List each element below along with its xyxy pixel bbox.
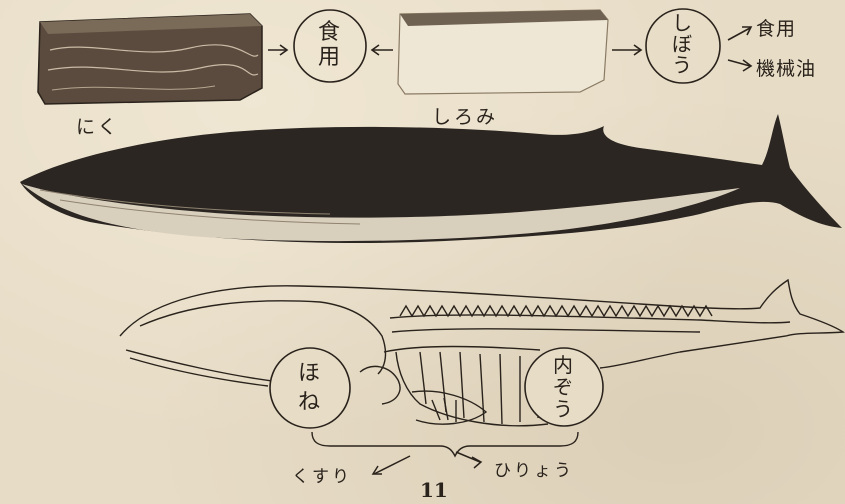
use-fertilizer: ひりょう xyxy=(494,456,574,481)
oil-circle-label: し ぼ う xyxy=(667,13,699,76)
oil-use-machine-oil: 機械油 xyxy=(756,54,816,81)
arrow-to-medicine xyxy=(374,456,410,474)
organs-circle-char-1: 内 xyxy=(547,354,581,376)
organs-circle-label: 内 ぞ う xyxy=(547,354,581,420)
bone-circle-char-1: ほ xyxy=(292,360,328,389)
organs-circle-char-3: う xyxy=(547,398,581,420)
whale-skeleton-illustration xyxy=(120,280,843,456)
bone-circle-label: ほ ね xyxy=(292,360,328,417)
meat-block-image xyxy=(38,14,262,104)
meat-caption: にく xyxy=(76,112,120,139)
page-number: 11 xyxy=(420,478,448,502)
blubber-block-image xyxy=(398,10,608,94)
oil-circle-char-1: し xyxy=(667,13,699,34)
organs-circle-char-2: ぞ xyxy=(547,376,581,398)
oil-circle-char-3: う xyxy=(667,55,699,76)
food-circle-label: 食 用 xyxy=(314,20,346,71)
food-circle-char-2: 用 xyxy=(314,45,346,70)
food-circle-char-1: 食 xyxy=(314,20,346,45)
oil-use-food: 食用 xyxy=(756,14,796,41)
use-medicine: くすり xyxy=(292,462,352,487)
arrow-to-fertilizer xyxy=(456,452,480,462)
whale-illustration xyxy=(20,114,842,243)
oil-circle-char-2: ぼ xyxy=(667,34,699,55)
blubber-caption: しろみ xyxy=(432,102,498,129)
bone-circle-char-2: ね xyxy=(292,389,328,418)
